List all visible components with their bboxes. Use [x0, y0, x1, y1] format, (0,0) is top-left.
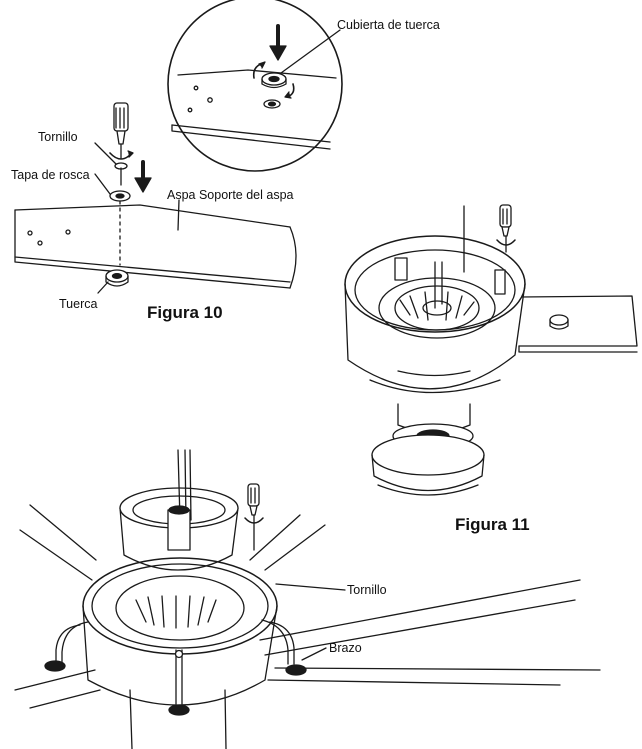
figure-10-caption: Figura 10: [147, 303, 223, 322]
zoom-detail-circle: [167, 0, 343, 172]
label-cubierta-de-tuerca: Cubierta de tuerca: [337, 18, 440, 32]
label-tuerca: Tuerca: [59, 297, 98, 311]
bottom-fan-assembly: [14, 449, 601, 749]
label-tapa-de-rosca: Tapa de rosca: [11, 168, 90, 182]
label-tornillo-bottom: Tornillo: [347, 583, 387, 597]
figure-11-caption: Figura 11: [455, 515, 530, 534]
label-tornillo-top: Tornillo: [38, 130, 78, 144]
label-brazo: Brazo: [329, 641, 362, 655]
fig10-hardware: [94, 102, 152, 294]
fig10-blade: [14, 199, 297, 289]
fig11-motor-housing: [344, 204, 638, 496]
label-aspa-soporte: Aspa Soporte del aspa: [167, 188, 294, 202]
